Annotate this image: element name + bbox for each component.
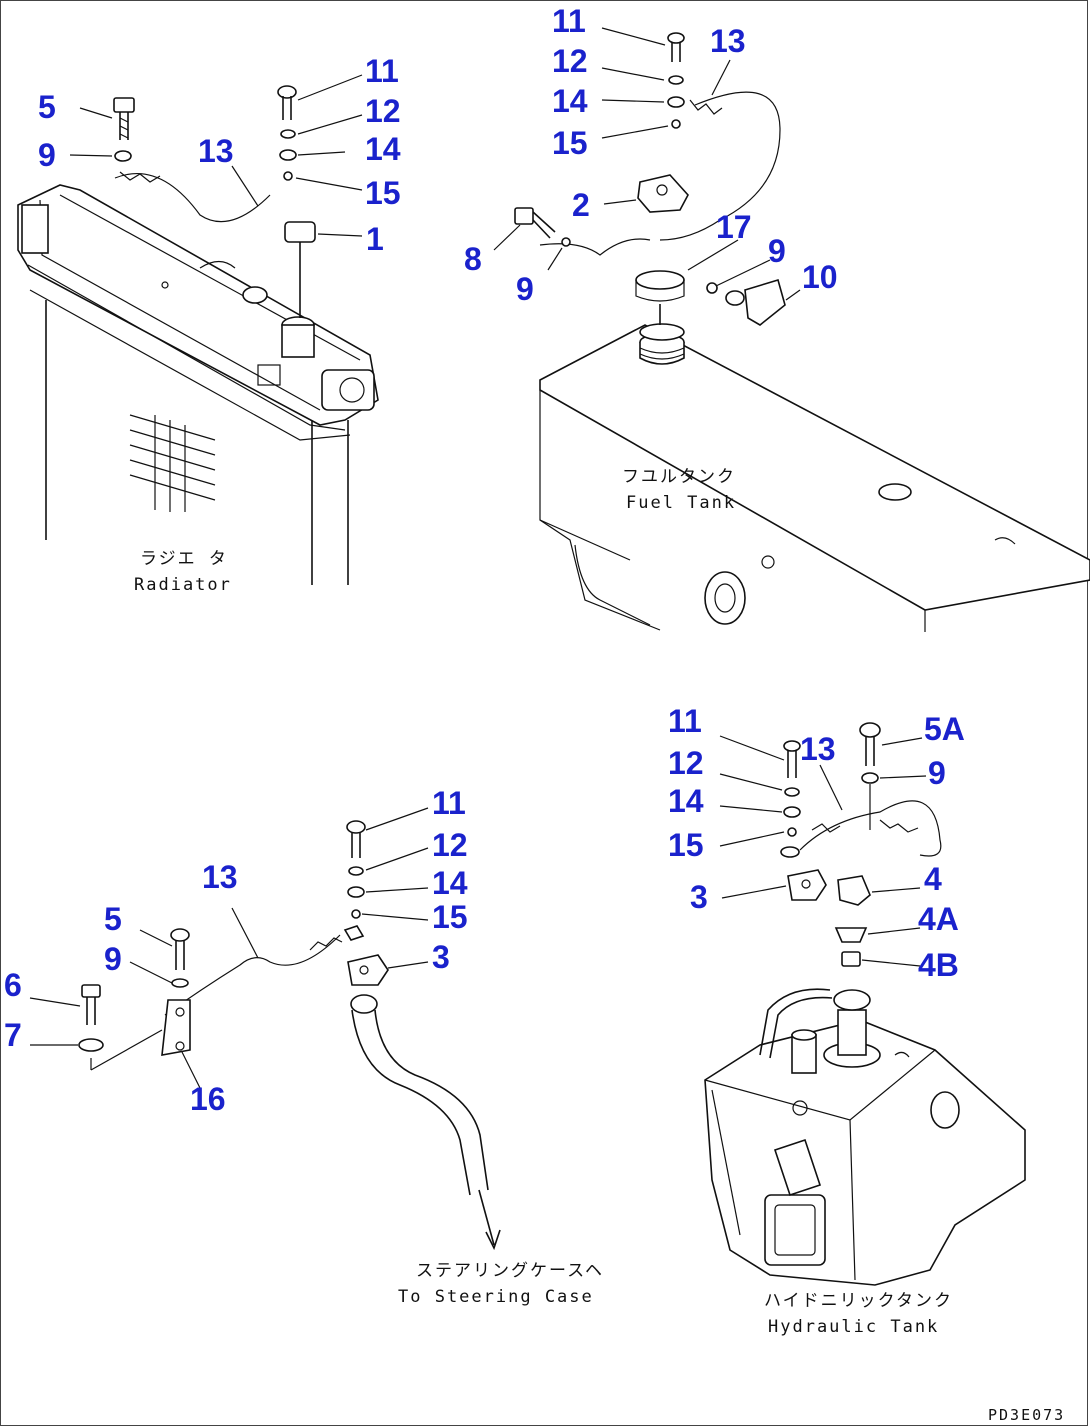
callout-17: 17 bbox=[716, 209, 752, 245]
callout-4a: 4A bbox=[918, 901, 959, 937]
callout-13: 13 bbox=[710, 23, 746, 59]
callout-6: 6 bbox=[4, 967, 22, 1003]
steering-caption-jp: ステアリングケースヘ bbox=[416, 1261, 604, 1281]
callout-8: 8 bbox=[464, 241, 482, 277]
callout-15: 15 bbox=[668, 827, 704, 863]
steering-caption-en: To Steering Case bbox=[398, 1287, 594, 1307]
callout-14: 14 bbox=[552, 83, 588, 119]
radiator-assembly bbox=[17, 74, 379, 585]
callout-4b: 4B bbox=[918, 947, 959, 983]
callout-5: 5 bbox=[38, 89, 56, 125]
callout-4: 4 bbox=[924, 861, 942, 897]
callout-7: 7 bbox=[4, 1017, 22, 1053]
callout-12: 12 bbox=[552, 43, 588, 79]
callout-11: 11 bbox=[668, 703, 702, 739]
fuel-caption-jp: フユルタンク bbox=[622, 467, 736, 487]
fuel-tank-assembly bbox=[493, 27, 1090, 632]
callout-3: 3 bbox=[432, 939, 450, 975]
callout-9: 9 bbox=[516, 271, 534, 307]
callout-13: 13 bbox=[202, 859, 238, 895]
callout-15: 15 bbox=[365, 175, 401, 211]
steering-case-callouts: 13 5 9 6 7 16 11 12 14 15 3 ステアリングケースヘ T… bbox=[4, 785, 604, 1307]
radiator-caption-en: Radiator bbox=[134, 575, 232, 595]
callout-11: 11 bbox=[432, 785, 466, 821]
callout-5: 5 bbox=[104, 901, 122, 937]
hydraulic-tank-assembly bbox=[704, 722, 1026, 1286]
callout-13: 13 bbox=[800, 731, 836, 767]
callout-12: 12 bbox=[365, 93, 401, 129]
callout-9b: 9 bbox=[768, 233, 786, 269]
callout-9: 9 bbox=[38, 137, 56, 173]
callout-16: 16 bbox=[190, 1081, 226, 1117]
callout-5a: 5A bbox=[924, 711, 965, 747]
callout-11: 11 bbox=[365, 53, 399, 89]
callout-10: 10 bbox=[802, 259, 838, 295]
callout-13: 13 bbox=[198, 133, 234, 169]
fuel-caption-en: Fuel Tank bbox=[626, 493, 736, 513]
callout-2: 2 bbox=[572, 187, 590, 223]
callout-3: 3 bbox=[690, 879, 708, 915]
radiator-callouts: 5 9 13 11 12 14 15 1 ラジエ タ Radiator bbox=[38, 53, 401, 595]
callout-12: 12 bbox=[668, 745, 704, 781]
fuel-tank-callouts: 11 12 14 15 13 2 8 9 17 9 10 フユルタンク Fuel… bbox=[464, 3, 838, 513]
hydraulic-caption-jp: ハイドニリックタンク bbox=[764, 1291, 953, 1311]
callout-9: 9 bbox=[104, 941, 122, 977]
hydraulic-tank-callouts: 11 12 14 15 13 3 5A 9 4 4A 4B ハイドニリックタンク… bbox=[668, 703, 965, 1337]
callout-9: 9 bbox=[928, 755, 946, 791]
callout-11: 11 bbox=[552, 3, 586, 39]
callout-14: 14 bbox=[432, 865, 468, 901]
callout-15: 15 bbox=[432, 899, 468, 935]
radiator-caption-jp: ラジエ タ bbox=[140, 549, 228, 569]
steering-case-assembly bbox=[29, 807, 501, 1251]
callout-15: 15 bbox=[552, 125, 588, 161]
callout-1: 1 bbox=[366, 221, 384, 257]
callout-14: 14 bbox=[365, 131, 401, 167]
drawing-code: PD3E073 bbox=[988, 1406, 1065, 1424]
hydraulic-caption-en: Hydraulic Tank bbox=[768, 1317, 939, 1337]
callout-12: 12 bbox=[432, 827, 468, 863]
callout-14: 14 bbox=[668, 783, 704, 819]
